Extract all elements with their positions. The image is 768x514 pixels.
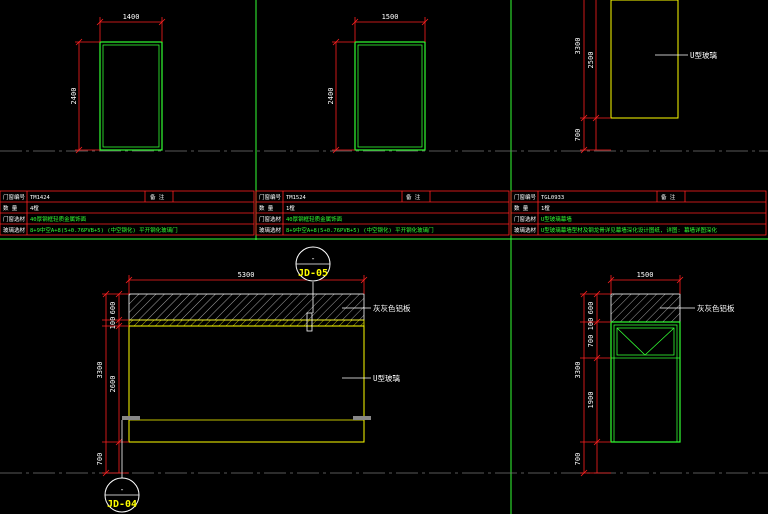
dim-band-600: 600	[587, 302, 595, 315]
door-with-vent-elevation: 1500 3300 100 600 700 1900 700 灰灰色铝板	[574, 271, 735, 477]
svg-text:玻璃选材: 玻璃选材	[259, 226, 282, 234]
door-elevation-tm1424: 1400 2400	[70, 13, 166, 154]
dim-total-3300: 3300	[96, 362, 104, 379]
door-elevation-tm1524: 1500 2400	[327, 13, 429, 154]
svg-text:门窗选材: 门窗选材	[3, 215, 26, 223]
annotation-aluminum-panel: 灰灰色铝板	[373, 303, 411, 313]
dim-width-1500: 1500	[637, 271, 654, 279]
svg-text:TM1424: TM1424	[30, 195, 51, 201]
svg-text:1樘: 1樘	[286, 204, 295, 212]
svg-text:门窗编号: 门窗编号	[514, 193, 537, 201]
svg-text:1樘: 1樘	[541, 204, 550, 212]
dim-total-3300: 3300	[574, 38, 582, 55]
dim-base-700: 700	[574, 453, 582, 466]
svg-text:门窗编号: 门窗编号	[259, 193, 282, 201]
dim-total-3300: 3300	[574, 362, 582, 379]
svg-text:备 注: 备 注	[150, 193, 165, 201]
svg-text:备 注: 备 注	[406, 193, 421, 201]
dim-base-700: 700	[574, 129, 582, 142]
spec-table-mid: 门窗编号 TM1524 备 注 数 量 1樘 门窗选材 40厚钢框轻质金属饰面 …	[255, 190, 510, 236]
svg-text:TM1524: TM1524	[286, 195, 307, 201]
dim-glass-2600: 2600	[109, 376, 117, 393]
dim-height-2400: 2400	[327, 88, 335, 105]
dim-height-2400: 2400	[70, 88, 78, 105]
svg-text:JD-05: JD-05	[298, 268, 328, 279]
svg-text:-: -	[311, 254, 316, 263]
svg-text:门窗选材: 门窗选材	[514, 215, 537, 223]
svg-text:数 量: 数 量	[3, 204, 18, 212]
spec-table-right: 门窗编号 TGL0933 备 注 数 量 1樘 门窗选材 U型玻璃幕墙 玻璃选材…	[510, 190, 767, 236]
svg-text:数 量: 数 量	[514, 204, 529, 212]
dim-vent-700: 700	[587, 335, 595, 348]
svg-text:U型玻璃幕墙型材及钢龙骨详见幕墙深化设计图纸, 详图: 幕墙: U型玻璃幕墙型材及钢龙骨详见幕墙深化设计图纸, 详图: 幕墙详图深化	[541, 226, 718, 234]
dim-door-1900: 1900	[587, 392, 595, 409]
svg-text:玻璃选材: 玻璃选材	[514, 226, 537, 234]
dim-band-600: 600	[109, 302, 117, 315]
section-tag-jd05[interactable]: - JD-05	[295, 246, 331, 282]
dim-glass-2500: 2500	[587, 52, 595, 69]
svg-text:4樘: 4樘	[30, 204, 39, 212]
svg-text:备 注: 备 注	[661, 193, 676, 201]
svg-text:玻璃选材: 玻璃选材	[3, 226, 26, 234]
section-tag-jd04[interactable]: - JD-04	[104, 477, 140, 513]
dim-base-700: 700	[96, 453, 104, 466]
dim-band-100: 100	[109, 317, 117, 330]
dim-band-100: 100	[587, 318, 595, 331]
svg-text:门窗选材: 门窗选材	[259, 215, 282, 223]
dim-width-5300: 5300	[238, 271, 255, 279]
svg-text:40厚钢框轻质金属饰面: 40厚钢框轻质金属饰面	[30, 215, 87, 223]
svg-text:U型玻璃幕墙: U型玻璃幕墙	[541, 215, 572, 223]
svg-text:8+9中空A+8(5+0.76PVB+5) (中空钢化) 平: 8+9中空A+8(5+0.76PVB+5) (中空钢化) 平开钢化玻璃门	[30, 226, 178, 234]
annotation-aluminum-panel: 灰灰色铝板	[697, 303, 735, 313]
dim-width-1500: 1500	[382, 13, 399, 21]
annotation-u-glass: U型玻璃	[690, 50, 718, 60]
curtain-wall-elevation: 5300 3300 100 600 2600 700 灰灰色铝板 U型玻璃 - …	[96, 246, 411, 513]
svg-text:数 量: 数 量	[259, 204, 274, 212]
svg-text:8+9中空A+8(5+0.76PVB+5) (中空钢化) 平: 8+9中空A+8(5+0.76PVB+5) (中空钢化) 平开钢化玻璃门	[286, 226, 434, 234]
svg-text:JD-04: JD-04	[107, 499, 137, 510]
spec-table-left: 门窗编号 TM1424 备 注 数 量 4樘 门窗选材 40厚钢框轻质金属饰面 …	[0, 190, 255, 236]
annotation-u-glass: U型玻璃	[373, 373, 401, 383]
svg-text:TGL0933: TGL0933	[541, 195, 564, 201]
dim-width-1400: 1400	[123, 13, 140, 21]
svg-text:-: -	[120, 485, 125, 494]
svg-text:门窗编号: 门窗编号	[3, 193, 26, 201]
svg-text:40厚钢框轻质金属饰面: 40厚钢框轻质金属饰面	[286, 215, 343, 223]
u-glass-panel-elevation: 3300 2500 700 U型玻璃	[574, 0, 718, 154]
